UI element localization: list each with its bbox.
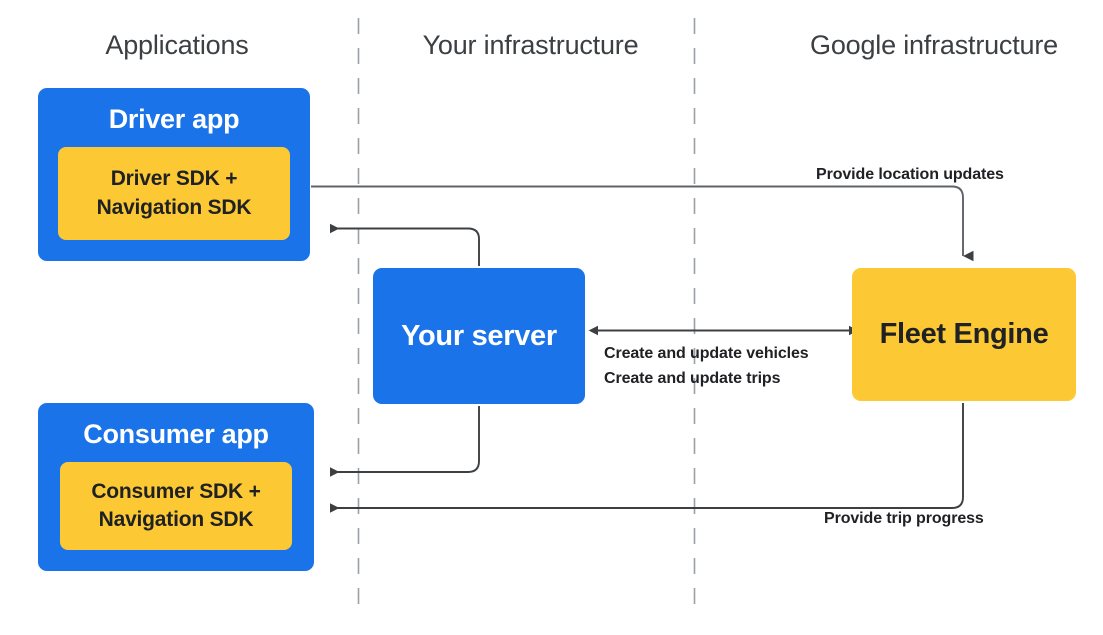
fleet-engine-title: Fleet Engine <box>879 318 1049 350</box>
edge-label-provide-location-updates: Provide location updates <box>816 166 1004 183</box>
consumer-app-title: Consumer app <box>83 419 269 449</box>
your-server-title: Your server <box>401 319 557 352</box>
driver-sdk-label-line-2: Navigation SDK <box>96 195 252 219</box>
driver-app-title: Driver app <box>108 104 240 134</box>
node-consumer-app[interactable]: Consumer app Consumer SDK + Navigation S… <box>38 403 314 571</box>
node-consumer-sdk[interactable]: Consumer SDK + Navigation SDK <box>60 462 292 551</box>
column-header-google-infrastructure: Google infrastructure <box>810 30 1058 60</box>
node-fleet-engine[interactable]: Fleet Engine <box>852 268 1076 401</box>
node-driver-app[interactable]: Driver app Driver SDK + Navigation SDK <box>38 88 310 261</box>
edge-trip-progress <box>330 403 964 513</box>
edge-label-provide-trip-progress: Provide trip progress <box>824 510 984 527</box>
edge-label-create-and-update-vehicles: Create and update vehicles <box>604 345 809 362</box>
edge-server-to-consumer-app <box>330 406 480 477</box>
consumer-sdk-label-line-1: Consumer SDK + <box>91 479 261 503</box>
node-your-server[interactable]: Your server <box>373 268 585 404</box>
consumer-sdk-label-line-2: Navigation SDK <box>98 508 254 532</box>
edge-server-to-driver-app <box>330 223 480 266</box>
column-header-your-infrastructure: Your infrastructure <box>422 30 639 60</box>
node-driver-sdk[interactable]: Driver SDK + Navigation SDK <box>58 147 290 241</box>
column-header-applications: Applications <box>105 30 249 60</box>
driver-sdk-label-line-1: Driver SDK + <box>110 167 238 191</box>
edge-label-create-and-update-trips: Create and update trips <box>604 370 781 387</box>
edge-location-updates <box>311 185 974 262</box>
